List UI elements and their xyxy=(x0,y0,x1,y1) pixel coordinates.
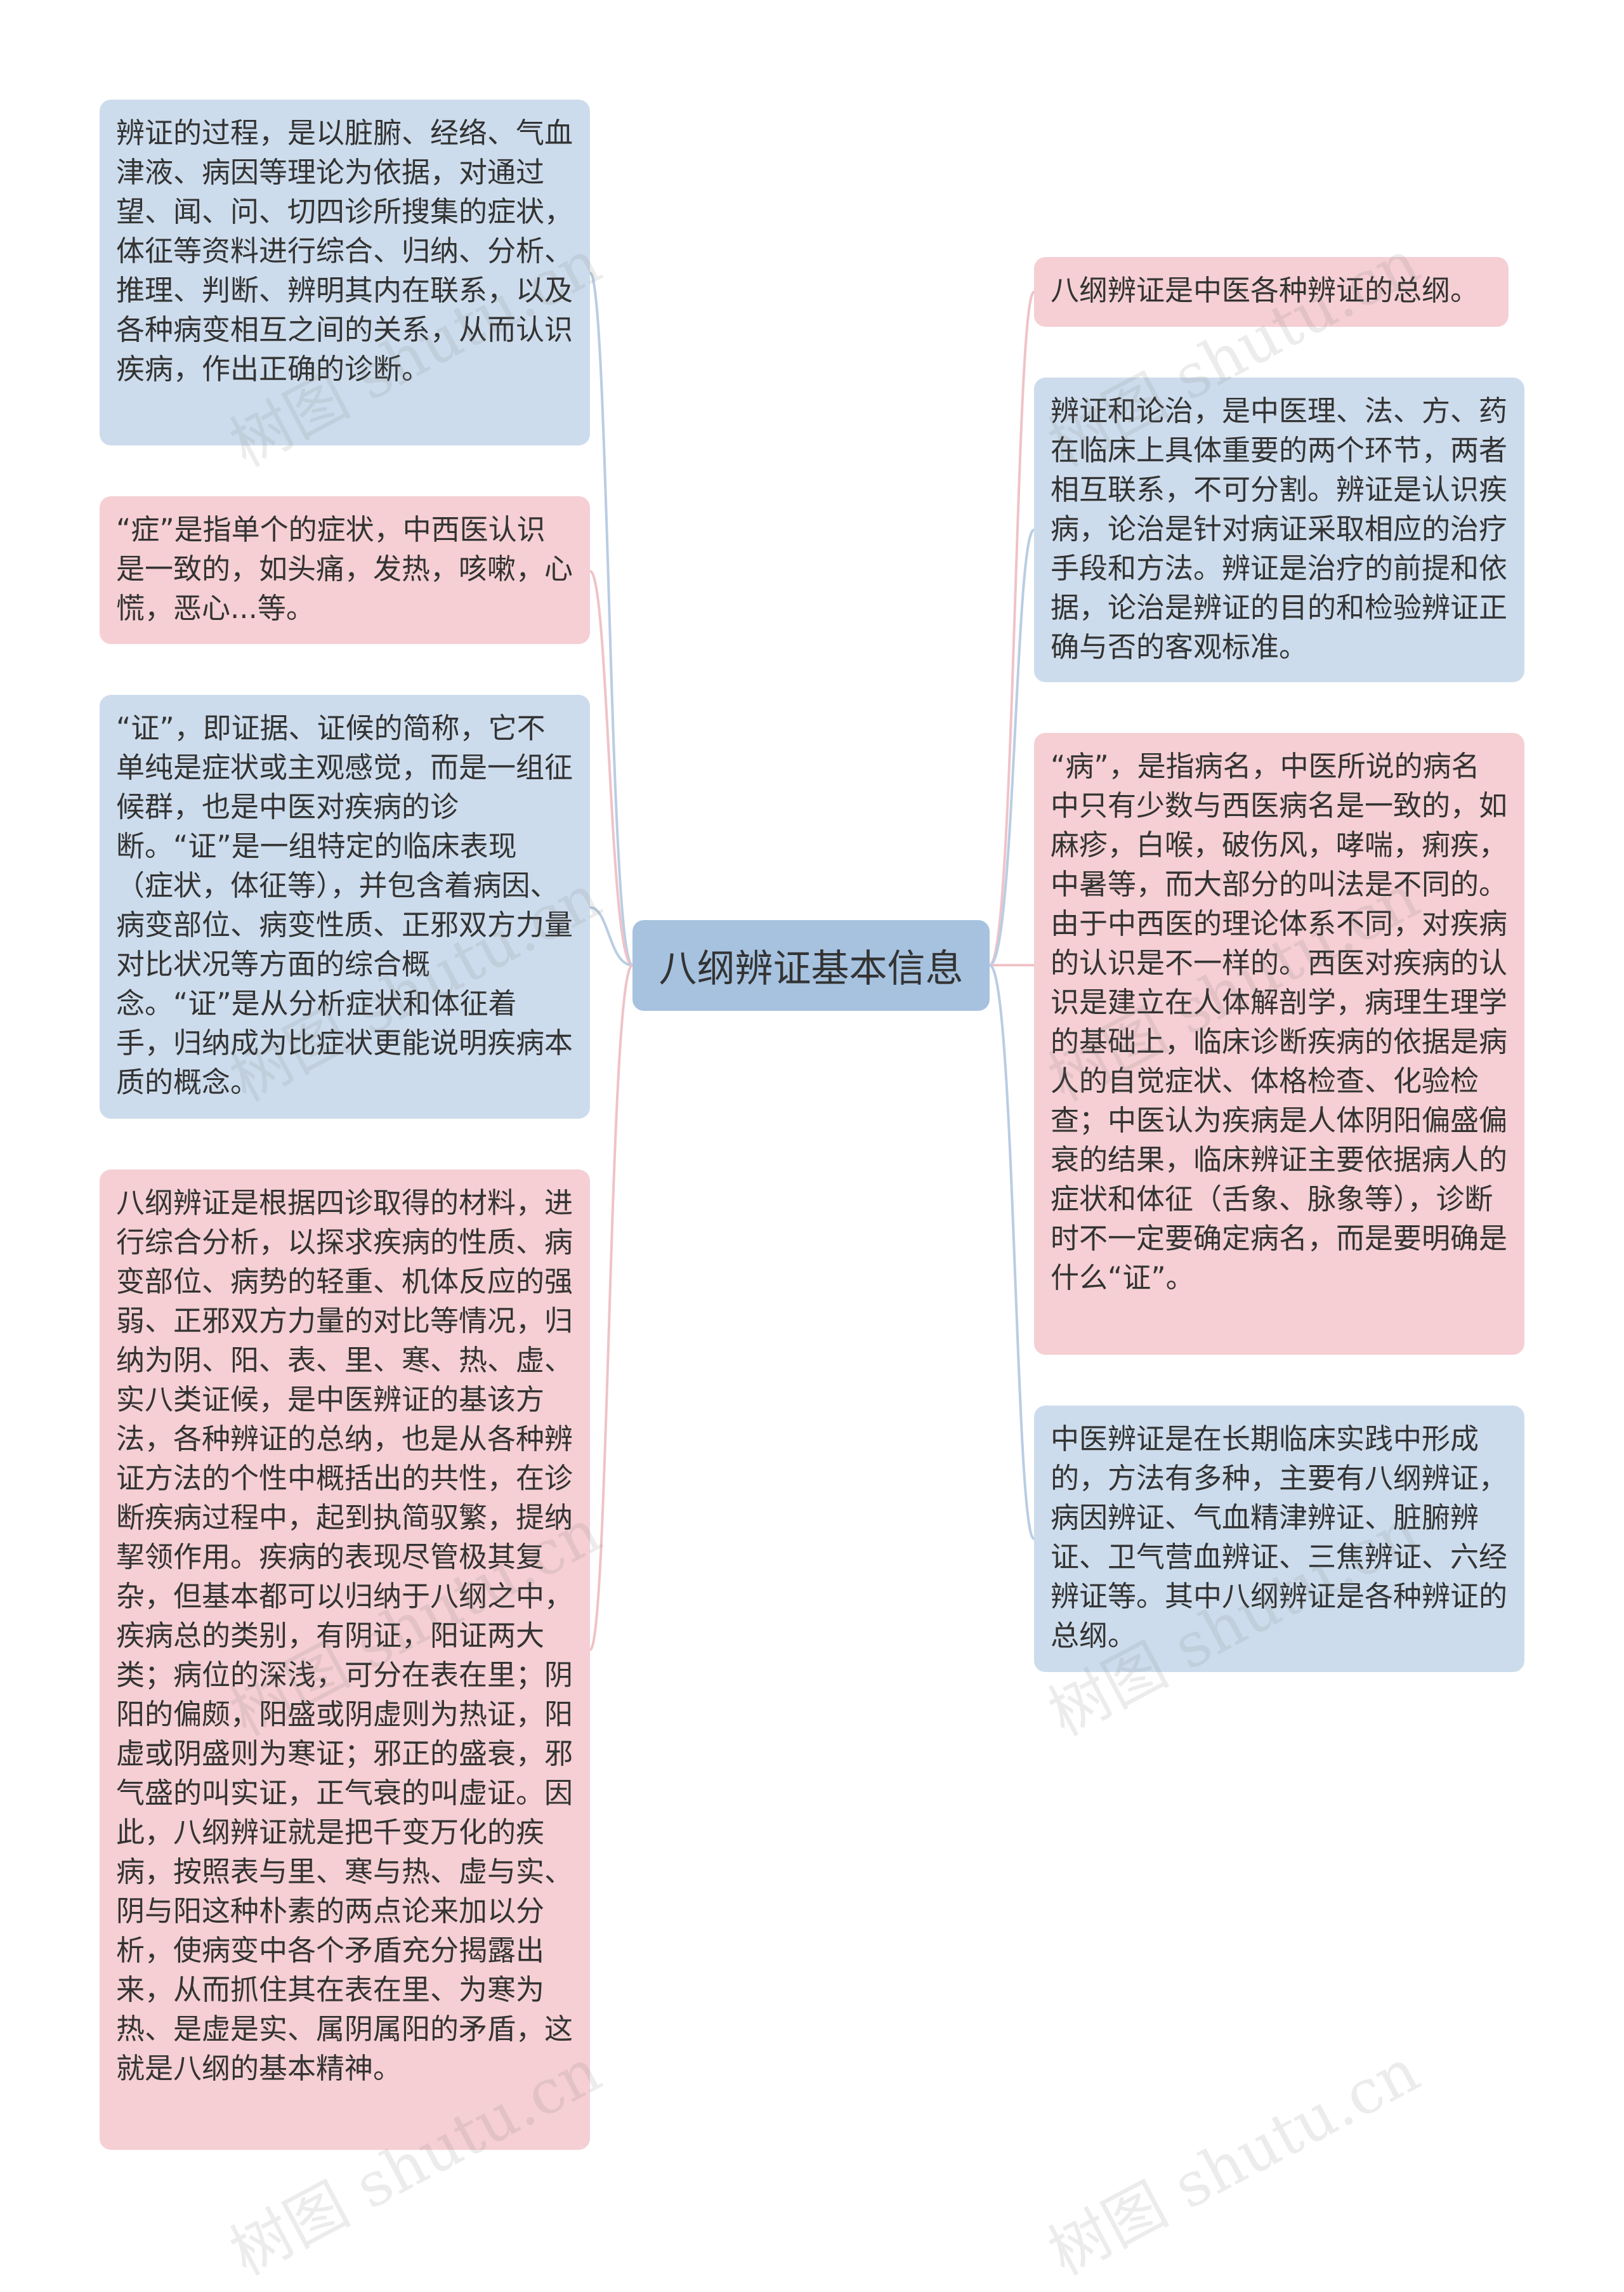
right-node-2[interactable]: 辨证和论治，是中医理、法、方、药在临床上具体重要的两个环节，两者相互联系，不可分… xyxy=(1034,378,1524,682)
edge-right-4 xyxy=(988,964,1035,1540)
right-node-3-text: “病”，是指病名，中医所说的病名中只有少数与西医病名是一致的，如麻疹，白喉，破伤… xyxy=(1051,749,1508,1294)
left-node-4-text: 八纲辨证是根据四诊取得的材料，进行综合分析，以探求疾病的性质、病变部位、病势的轻… xyxy=(116,1186,573,2085)
edge-left-4 xyxy=(589,964,634,1651)
edge-left-3 xyxy=(589,906,633,966)
right-node-1[interactable]: 八纲辨证是中医各种辨证的总纲。 xyxy=(1034,257,1509,327)
right-node-1-text: 八纲辨证是中医各种辨证的总纲。 xyxy=(1051,273,1479,307)
edge-left-1 xyxy=(589,272,634,966)
right-node-4[interactable]: 中医辨证是在长期临床实践中形成的，方法有多种，主要有八纲辨证，病因辨证、气血精津… xyxy=(1034,1406,1524,1672)
edge-left-2 xyxy=(589,570,633,966)
left-node-3-text: “证”，即证据、证候的简称，它不单纯是症状或主观感觉，而是一组征候群，也是中医对… xyxy=(116,711,573,1099)
edge-right-1 xyxy=(988,291,1035,966)
left-node-4[interactable]: 八纲辨证是根据四诊取得的材料，进行综合分析，以探求疾病的性质、病变部位、病势的轻… xyxy=(100,1169,590,2150)
left-node-2-text: “症”是指单个的症状，中西医认识是一致的，如头痛，发热，咳嗽，心慌，恶心...等… xyxy=(116,513,573,625)
root-topic-label: 八纲辨证基本信息 xyxy=(658,947,964,991)
right-node-3[interactable]: “病”，是指病名，中医所说的病名中只有少数与西医病名是一致的，如麻疹，白喉，破伤… xyxy=(1034,733,1524,1355)
root-topic[interactable]: 八纲辨证基本信息 xyxy=(632,920,990,1011)
left-node-1-text: 辨证的过程，是以脏腑、经络、气血津液、病因等理论为依据，对通过望、闻、问、切四诊… xyxy=(116,116,573,386)
left-node-3[interactable]: “证”，即证据、证候的简称，它不单纯是症状或主观感觉，而是一组征候群，也是中医对… xyxy=(100,695,590,1119)
edge-right-2 xyxy=(989,529,1035,966)
left-node-1[interactable]: 辨证的过程，是以脏腑、经络、气血津液、病因等理论为依据，对通过望、闻、问、切四诊… xyxy=(100,100,590,445)
left-node-2[interactable]: “症”是指单个的症状，中西医认识是一致的，如头痛，发热，咳嗽，心慌，恶心...等… xyxy=(100,496,590,644)
right-node-2-text: 辨证和论治，是中医理、法、方、药在临床上具体重要的两个环节，两者相互联系，不可分… xyxy=(1051,394,1508,664)
right-node-4-text: 中医辨证是在长期临床实践中形成的，方法有多种，主要有八纲辨证，病因辨证、气血精津… xyxy=(1051,1422,1508,1652)
